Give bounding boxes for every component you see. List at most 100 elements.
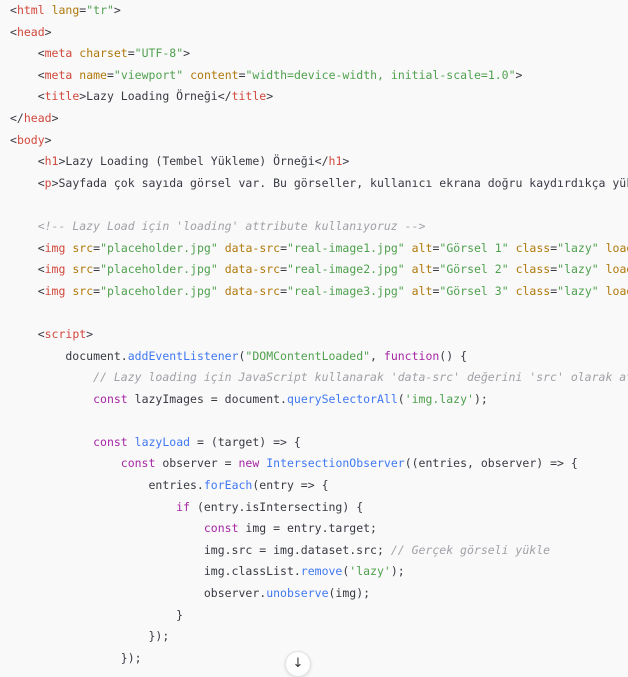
- attribute-name: class: [515, 240, 551, 255]
- code-text: img = entry.target;: [238, 521, 377, 536]
- code-text: [218, 284, 225, 298]
- code-line: img.classList.remove('lazy');: [10, 561, 628, 583]
- function-name: IntersectionObserver: [266, 456, 405, 471]
- code-text: =: [432, 283, 440, 298]
- scroll-to-bottom-button[interactable]: ↓: [285, 651, 311, 677]
- code-text: <: [10, 262, 45, 277]
- comment: // Gerçek görseli yükle: [390, 542, 551, 557]
- code-text: =: [93, 262, 101, 277]
- code-text: [405, 262, 412, 276]
- code-text: >: [51, 110, 59, 125]
- code-text: >: [515, 67, 523, 82]
- code-text: =: [93, 240, 101, 255]
- code-text: () {: [439, 348, 467, 363]
- code-text: =: [550, 283, 558, 298]
- code-line: <p>Sayfada çok sayıda görsel var. Bu gör…: [10, 173, 628, 195]
- function-name: addEventListener: [127, 348, 239, 363]
- attribute-name: content: [190, 67, 239, 82]
- code-text: document.: [10, 348, 128, 363]
- code-text: (: [342, 564, 350, 579]
- code-line: <meta charset="UTF-8">: [10, 43, 628, 65]
- code-text: );: [473, 391, 488, 406]
- code-line: <img src="placeholder.jpg" data-src="rea…: [10, 238, 628, 260]
- attribute-name: src: [72, 283, 94, 298]
- code-text: </: [10, 110, 24, 125]
- code-text: observer.: [10, 586, 267, 601]
- code-text: >: [183, 46, 191, 61]
- keyword: const: [93, 391, 128, 406]
- code-line: <img src="placeholder.jpg" data-src="rea…: [10, 281, 628, 303]
- string-literal: "placeholder.jpg": [100, 262, 218, 277]
- attribute-name: charset: [79, 46, 128, 61]
- code-text: [218, 262, 225, 276]
- code-text: <: [10, 326, 45, 341]
- code-line: });: [10, 626, 628, 648]
- tag-name: body: [16, 132, 45, 147]
- code-line: [10, 410, 628, 432]
- string-literal: 'lazy': [349, 564, 391, 579]
- code-text: (entry => {: [252, 478, 329, 493]
- code-line: <body>: [10, 130, 628, 152]
- code-text: <: [10, 67, 45, 82]
- code-text: );: [390, 564, 405, 579]
- code-block: <html lang="tr"><head> <meta charset="UT…: [10, 0, 628, 669]
- attribute-name: load: [605, 283, 628, 298]
- code-text: >: [342, 154, 350, 169]
- string-literal: "tr": [86, 3, 114, 17]
- code-line: document.addEventListener("DOMContentLoa…: [10, 346, 628, 368]
- code-text: [10, 500, 176, 514]
- code-text: [405, 241, 412, 255]
- code-text: entries.: [10, 478, 204, 493]
- string-literal: "viewport": [113, 67, 184, 82]
- attribute-name: data-src: [224, 240, 281, 255]
- code-line: <!-- Lazy Load için 'loading' attribute …: [10, 216, 628, 238]
- code-line: [10, 302, 628, 324]
- code-text: >: [113, 3, 121, 17]
- code-text: <: [10, 240, 45, 255]
- code-text: (img);: [328, 586, 371, 601]
- keyword: function: [383, 348, 440, 363]
- code-text: (: [238, 348, 246, 363]
- string-literal: "lazy": [557, 283, 599, 298]
- code-text: [509, 241, 516, 255]
- code-text: >: [44, 132, 52, 147]
- tag-name: script: [44, 326, 87, 341]
- code-line: <meta name="viewport" content="width=dev…: [10, 65, 628, 87]
- code-line: <img src="placeholder.jpg" data-src="rea…: [10, 259, 628, 281]
- code-text: >Sayfada çok sayıda görsel var. Bu görse…: [51, 175, 628, 190]
- string-literal: "real-image3.jpg": [287, 283, 405, 298]
- code-line: [10, 194, 628, 216]
- function-name: querySelectorAll: [286, 391, 398, 406]
- keyword: const: [203, 521, 239, 536]
- function-name: unobserve: [266, 586, 329, 601]
- attribute-name: alt: [411, 262, 433, 277]
- string-literal: "width=device-width, initial-scale=1.0": [245, 67, 516, 82]
- attribute-name: load: [605, 262, 628, 277]
- function-name: remove: [300, 564, 343, 579]
- code-text: <: [10, 132, 17, 147]
- code-text: ((entries, observer) => {: [404, 456, 578, 471]
- code-text: =: [550, 240, 558, 255]
- code-text: <: [10, 175, 45, 190]
- function-name: lazyLoad: [134, 434, 191, 449]
- keyword: new: [238, 456, 260, 471]
- code-text: [509, 284, 516, 298]
- string-literal: "placeholder.jpg": [100, 283, 218, 298]
- tag-name: h1: [328, 154, 343, 169]
- tag-name: html: [16, 3, 45, 17]
- code-text: });: [10, 650, 142, 665]
- attribute-name: alt: [411, 283, 433, 298]
- code-text: =: [127, 46, 135, 61]
- code-text: [10, 456, 121, 470]
- attribute-name: load: [605, 240, 628, 255]
- code-text: =: [280, 240, 288, 255]
- code-text: <: [10, 24, 17, 39]
- code-text: =: [280, 283, 288, 298]
- string-literal: "Görsel 3": [439, 283, 509, 298]
- code-text: ,: [370, 348, 384, 363]
- code-line: const lazyImages = document.querySelecto…: [10, 389, 628, 411]
- string-literal: "real-image2.jpg": [287, 262, 405, 277]
- attribute-name: src: [72, 240, 94, 255]
- keyword: if: [176, 499, 191, 514]
- code-line: </head>: [10, 108, 628, 130]
